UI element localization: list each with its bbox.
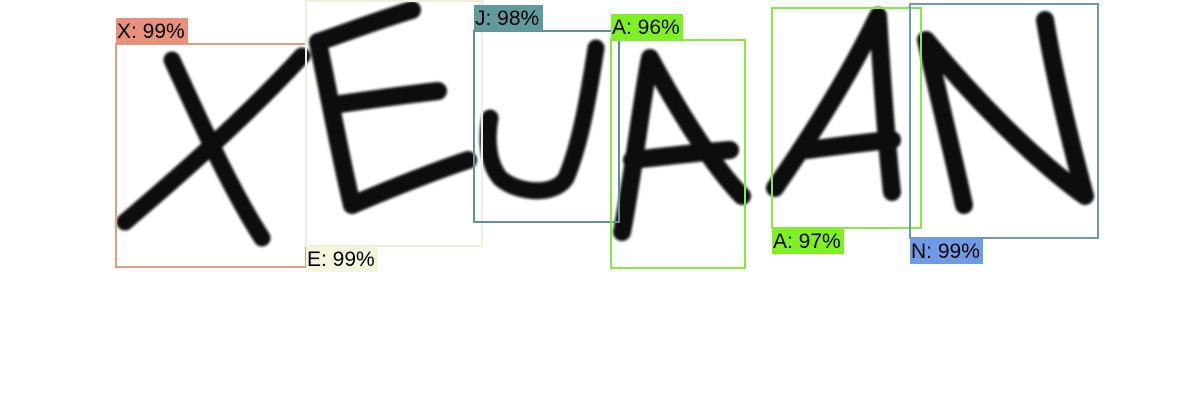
handwritten-word bbox=[116, 1, 1094, 247]
detection-label-background bbox=[611, 14, 683, 40]
glyph-a-second bbox=[766, 7, 901, 201]
glyph-j bbox=[479, 39, 605, 200]
detection-label-background bbox=[772, 228, 844, 254]
detection-label: A: 96% bbox=[612, 16, 680, 39]
glyph-x bbox=[116, 47, 311, 247]
bounding-box-n-5 bbox=[909, 3, 1099, 239]
detection-label: J: 98% bbox=[475, 7, 539, 30]
detection-label: A: 97% bbox=[773, 230, 841, 253]
detection-label-background bbox=[474, 5, 543, 31]
glyph-a-first bbox=[613, 49, 751, 241]
bounding-box-a-4 bbox=[771, 7, 922, 229]
bounding-boxes bbox=[115, 0, 1099, 269]
detection-labels: X: 99% E: 99% J: 98% A: 96% A: 97% N: 99% bbox=[116, 5, 983, 272]
detection-label: N: 99% bbox=[911, 240, 980, 263]
detection-label: X: 99% bbox=[117, 20, 185, 43]
glyph-n bbox=[917, 11, 1094, 214]
detection-label-background bbox=[116, 18, 188, 44]
bounding-box-j-2 bbox=[473, 30, 620, 223]
detection-label: E: 99% bbox=[307, 248, 375, 271]
detection-label-background bbox=[910, 238, 983, 264]
glyph-e bbox=[309, 1, 477, 214]
detection-label-background bbox=[306, 246, 378, 272]
bounding-box-e-1 bbox=[305, 0, 483, 247]
